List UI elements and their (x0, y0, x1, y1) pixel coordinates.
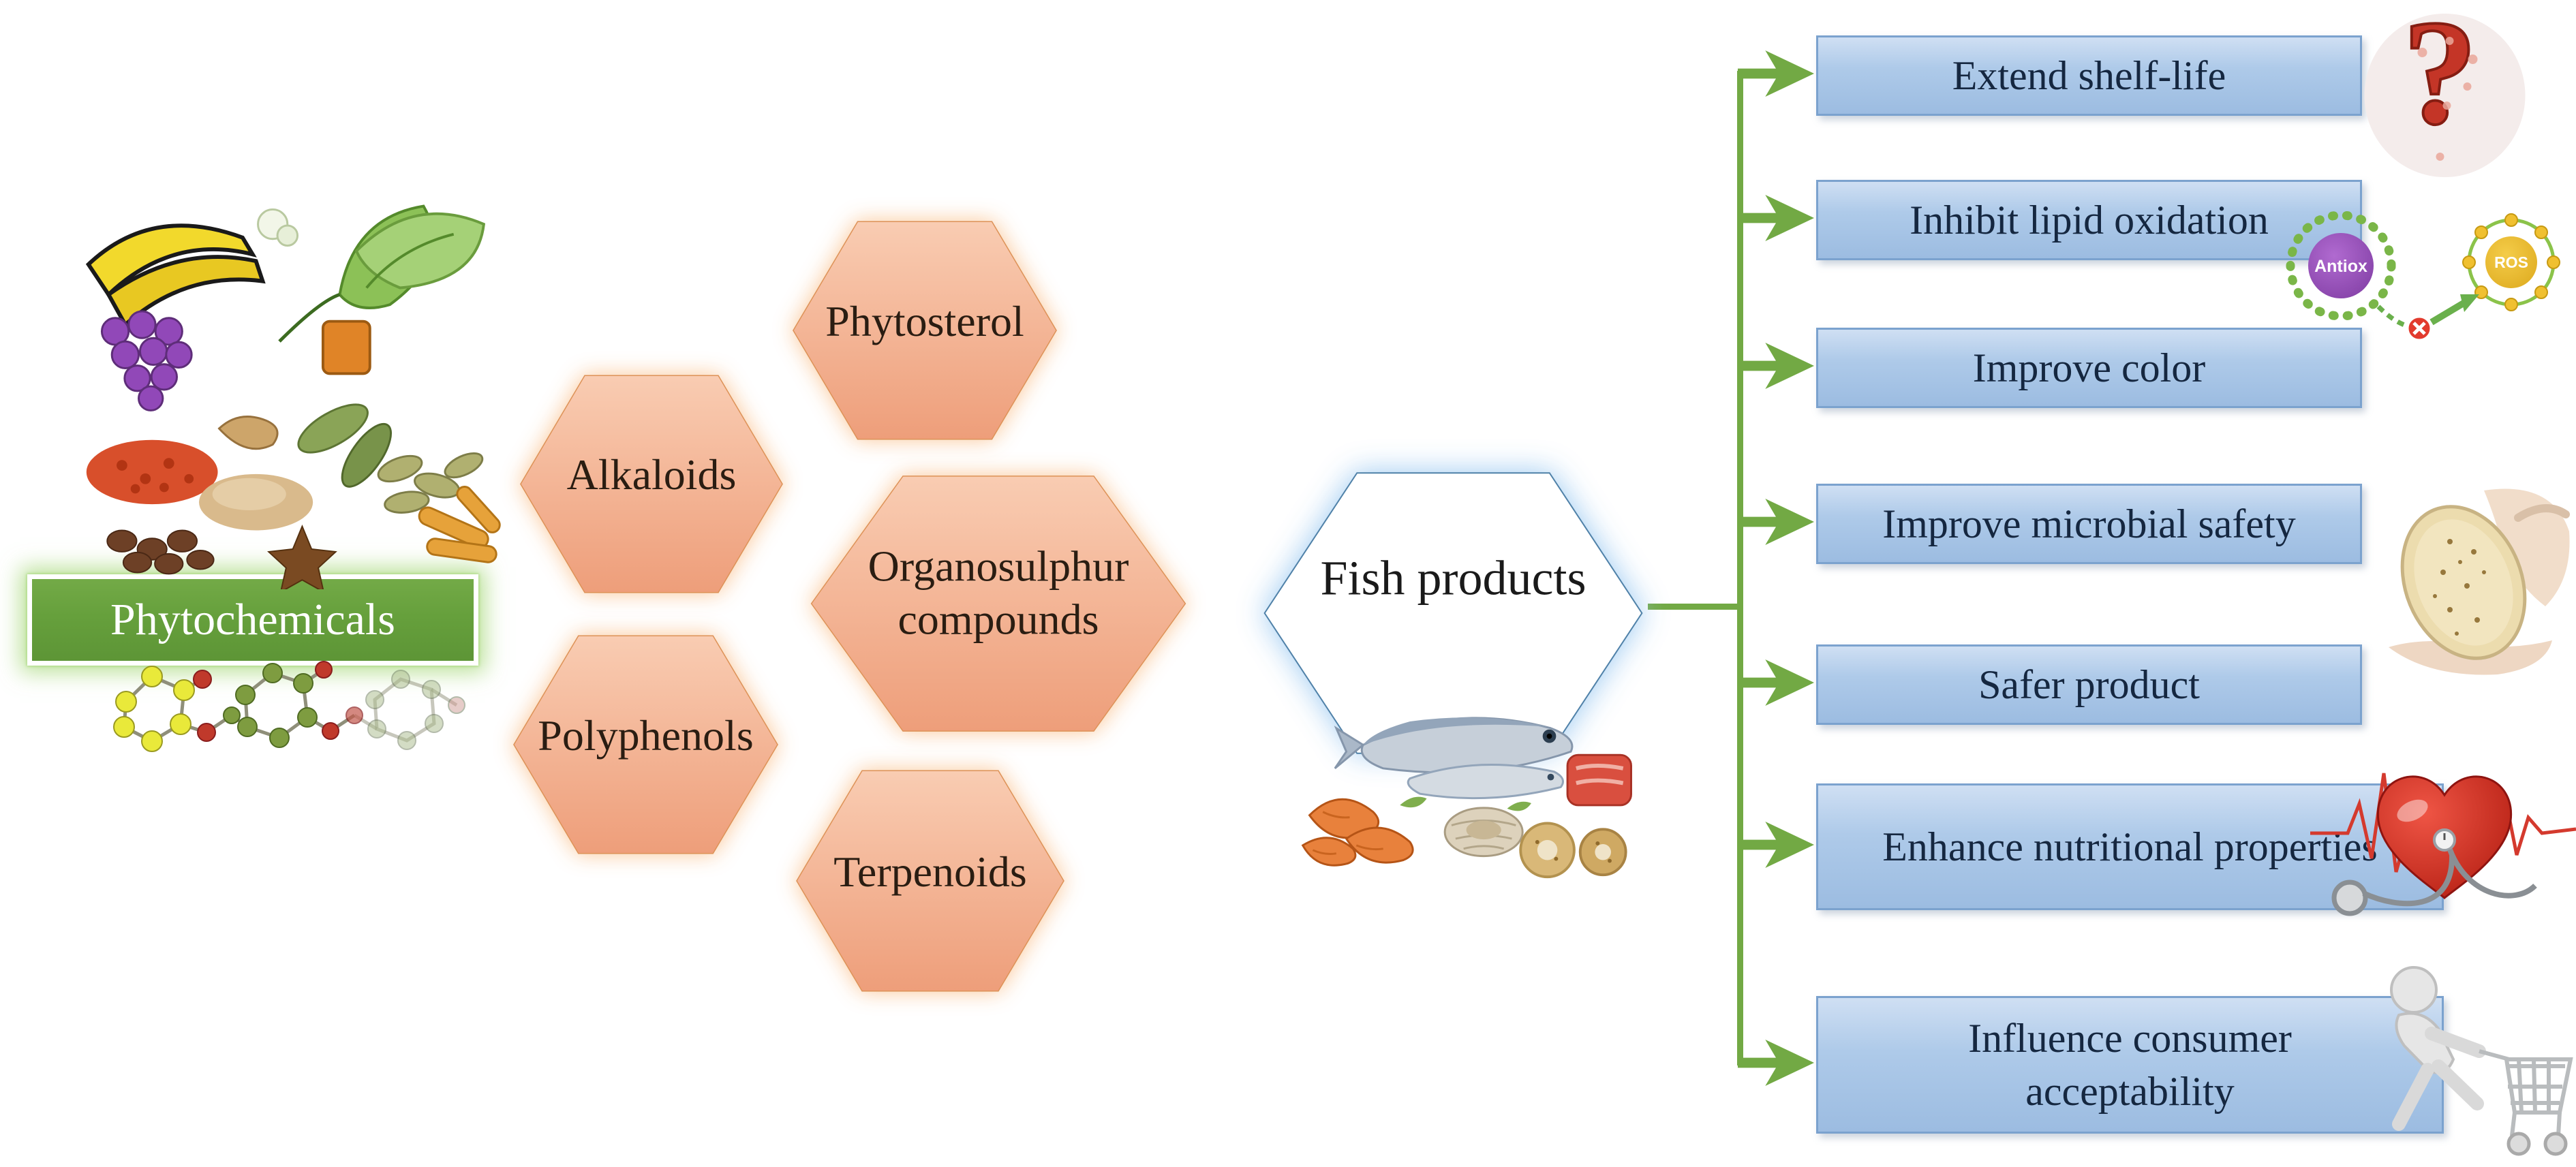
phytochemicals-label-box: Phytochemicals (27, 574, 478, 666)
arrow-to-improve-microbial-safety (1738, 498, 1814, 546)
fish-products-label: Fish products (1320, 550, 1586, 606)
compound-hex-terpenoids: Terpenoids (794, 768, 1067, 993)
benefit-box-extend-shelf-life: Extend shelf-life (1816, 35, 2362, 116)
ros-label: ROS (2494, 253, 2528, 271)
hexagon-shape (791, 219, 1059, 441)
arrow-to-influence-consumer (1738, 1039, 1814, 1087)
compound-label: Terpenoids (833, 847, 1027, 896)
hexagon-shape (794, 768, 1067, 993)
molecule-ball-stick-image (113, 661, 465, 752)
compound-hex-phytosterol: Phytosterol (791, 219, 1059, 441)
arrow-to-improve-color (1738, 342, 1814, 390)
benefit-label: Improve color (1972, 345, 2206, 390)
compound-label: Alkaloids (566, 450, 737, 499)
svg-text:?: ? (2403, 10, 2478, 155)
benefit-label: Extend shelf-life (1952, 53, 2226, 98)
hexagon-shape (511, 634, 780, 856)
benefit-label: Improve microbial safety (1882, 501, 2296, 546)
benefit-label: Inhibit lipid oxidation (1910, 198, 2269, 243)
benefit-box-inhibit-lipid-oxidation: Inhibit lipid oxidation (1816, 180, 2362, 260)
arrow-to-safer-product (1738, 659, 1814, 706)
branch-vertical-line (1737, 71, 1743, 1065)
benefit-label: Safer product (1978, 662, 2200, 707)
fish-to-branch-connector (1648, 604, 1737, 610)
benefit-box-safer-product: Safer product (1816, 644, 2362, 725)
phytochemicals-label: Phytochemicals (110, 595, 395, 644)
compound-label: Polyphenols (538, 711, 754, 760)
compound-hex-alkaloids: Alkaloids (518, 373, 785, 595)
benefit-box-improve-color: Improve color (1816, 328, 2362, 408)
petri-dish-hands-icon (2389, 488, 2570, 675)
antiox-label: Antiox (2314, 257, 2367, 276)
fruits-vegetables-spices-image (85, 204, 501, 589)
benefit-label: Enhance nutritional properties (1882, 824, 2378, 869)
compound-hex-polyphenols: Polyphenols (511, 634, 780, 856)
antiox-vs-ros-icon: Antiox ROS (2286, 211, 2560, 341)
benefit-box-improve-microbial-safety: Improve microbial safety (1816, 484, 2362, 564)
compound-hex-organosulphur: Organosulphur compounds (808, 473, 1189, 734)
hexagon-shape (518, 373, 785, 595)
hexagon-shape (808, 473, 1189, 734)
benefit-label: Influence consumer acceptability (1968, 1016, 2292, 1114)
arrow-to-extend-shelf-life (1738, 50, 1814, 97)
arrow-to-enhance-nutritional (1738, 821, 1814, 869)
arrow-to-inhibit-lipid-oxidation (1738, 194, 1814, 242)
benefit-box-influence-consumer: Influence consumer acceptability (1816, 996, 2444, 1134)
shopper-cart-icon (2390, 966, 2573, 1156)
seafood-platter-image (1301, 717, 1632, 879)
compound-label: Organosulphur compounds (868, 542, 1129, 644)
compound-label: Phytosterol (825, 296, 1024, 345)
heart-ecg-stethoscope-icon (2310, 773, 2576, 916)
meat-question-icon: ? (2364, 10, 2526, 177)
